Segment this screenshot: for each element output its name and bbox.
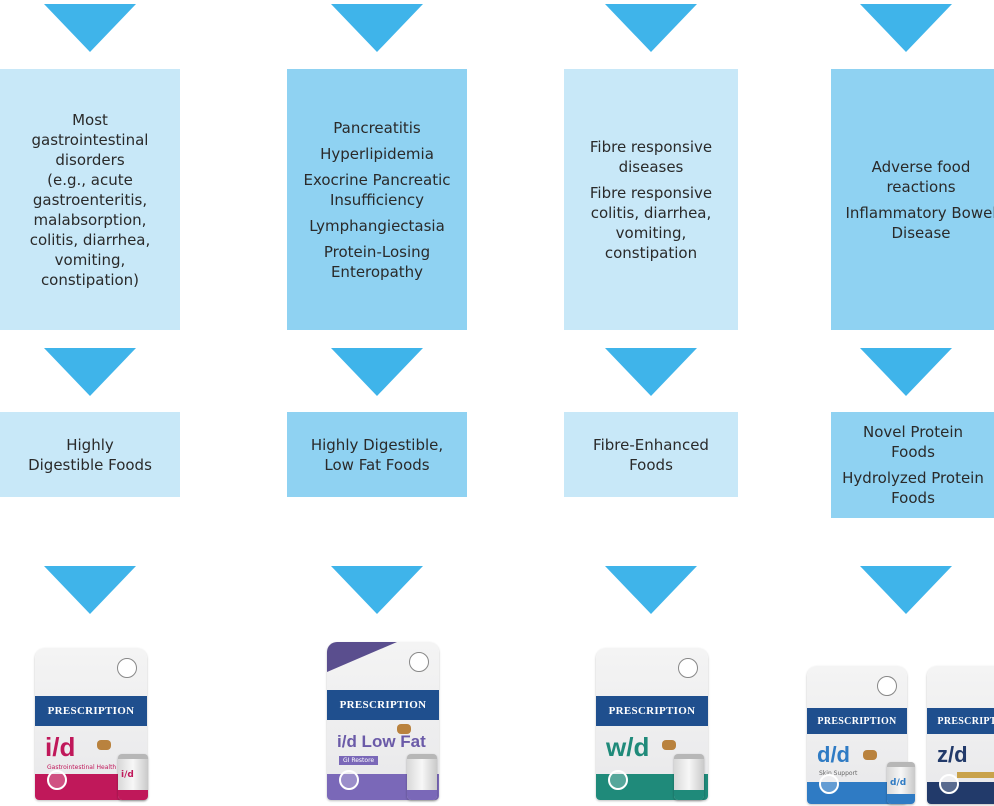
food-type-box: Novel Protein Foods Hydrolyzed Protein F… xyxy=(831,412,994,518)
brand-logo: PRESCRIPTION xyxy=(35,696,147,726)
brand-logo: PRESCRIPTION xyxy=(596,696,708,726)
condition-text: Adverse food reactions xyxy=(871,157,971,196)
diet-name: i/d xyxy=(45,732,76,762)
down-arrow-2 xyxy=(605,348,697,396)
condition-text: Exocrine Pancreatic Insufficiency xyxy=(303,170,451,209)
product-image: PRESCRIPTION i/d Gastrointestinal Health… xyxy=(0,628,180,800)
pathway-column-3: Fibre responsive diseases Fibre responsi… xyxy=(564,0,738,806)
condition-text: Pancreatitis xyxy=(333,118,421,137)
dog-icon xyxy=(662,740,676,750)
food-type-box: Highly Digestible, Low Fat Foods xyxy=(287,412,467,497)
product-image: PRESCRIPTION i/d Low Fat GI Restore xyxy=(287,628,467,800)
seal-icon xyxy=(877,676,897,696)
condition-text: Lymphangiectasia xyxy=(309,216,445,235)
down-arrow-3 xyxy=(44,566,136,614)
can-band xyxy=(407,790,437,800)
food-type-text: Fibre-Enhanced Foods xyxy=(593,435,709,474)
condition-text: Hyperlipidemia xyxy=(320,144,434,163)
down-arrow-2 xyxy=(44,348,136,396)
bag-gold-strip xyxy=(957,772,994,778)
down-arrow-3 xyxy=(605,566,697,614)
condition-text: Inflammatory Bowel Disease xyxy=(845,203,994,242)
down-arrow-1 xyxy=(44,4,136,52)
seal-icon xyxy=(678,658,698,678)
food-bag: PRESCRIPTION z/d xyxy=(927,666,994,804)
brand-logo: PRESCRIPTION xyxy=(807,708,907,734)
conditions-box: Pancreatitis Hyperlipidemia Exocrine Pan… xyxy=(287,69,467,330)
stamp-icon xyxy=(339,770,359,790)
dog-icon xyxy=(397,724,411,734)
product-image: PRESCRIPTION w/d xyxy=(564,628,738,800)
down-arrow-1 xyxy=(860,4,952,52)
stamp-icon xyxy=(47,770,67,790)
color-band xyxy=(927,782,994,804)
pathway-column-1: Most gastrointestinal disorders (e.g., a… xyxy=(0,0,180,806)
stamp-icon xyxy=(608,770,628,790)
food-type-text: Novel Protein Foods xyxy=(862,423,964,461)
bag-corner-banner xyxy=(327,642,397,672)
can-band xyxy=(887,794,915,804)
down-arrow-2 xyxy=(860,348,952,396)
food-type-text: Highly Digestible Foods xyxy=(28,435,152,474)
can-lid xyxy=(887,762,915,767)
can-lid xyxy=(407,754,437,759)
brand-logo: PRESCRIPTION xyxy=(327,690,439,720)
product-image: PRESCRIPTION d/d Skin Support PRESCRIPTI… xyxy=(807,632,994,804)
down-arrow-3 xyxy=(331,566,423,614)
can-band xyxy=(118,790,148,800)
condition-text: Most gastrointestinal disorders (e.g., a… xyxy=(29,110,151,289)
can-label: i/d xyxy=(121,770,134,780)
food-can: i/d xyxy=(118,754,148,800)
can-lid xyxy=(674,754,704,759)
diet-name: d/d xyxy=(817,742,850,767)
condition-text: Fibre responsive colitis, diarrhea, vomi… xyxy=(589,183,713,262)
diet-name: w/d xyxy=(606,732,650,762)
down-arrow-3 xyxy=(860,566,952,614)
food-can: d/d xyxy=(887,762,915,804)
food-type-box: Fibre-Enhanced Foods xyxy=(564,412,738,497)
diet-name: i/d Low Fat xyxy=(337,732,426,751)
stamp-icon xyxy=(819,774,839,794)
bag-label: Skin Support xyxy=(819,770,858,777)
down-arrow-2 xyxy=(331,348,423,396)
pathway-column-4: Adverse food reactions Inflammatory Bowe… xyxy=(807,0,994,806)
food-type-box: Highly Digestible Foods xyxy=(0,412,180,497)
condition-text: Protein-Losing Enteropathy xyxy=(323,242,431,281)
conditions-box: Most gastrointestinal disorders (e.g., a… xyxy=(0,69,180,330)
dog-icon xyxy=(863,750,877,760)
food-type-text: Hydrolyzed Protein Foods xyxy=(842,469,984,507)
can-lid xyxy=(118,754,148,759)
stamp-icon xyxy=(939,774,959,794)
seal-icon xyxy=(117,658,137,678)
pathway-column-2: Pancreatitis Hyperlipidemia Exocrine Pan… xyxy=(287,0,467,806)
conditions-box: Fibre responsive diseases Fibre responsi… xyxy=(564,69,738,330)
diet-name: z/d xyxy=(937,742,968,767)
can-band xyxy=(674,790,704,800)
down-arrow-1 xyxy=(605,4,697,52)
food-type-text: Highly Digestible, Low Fat Foods xyxy=(310,435,444,474)
can-label: d/d xyxy=(890,778,907,788)
condition-text: Fibre responsive diseases xyxy=(589,137,713,176)
dog-icon xyxy=(97,740,111,750)
seal-icon xyxy=(409,652,429,672)
food-can xyxy=(674,754,704,800)
brand-logo: PRESCRIPTION xyxy=(927,708,994,734)
bag-label: Gastrointestinal Health xyxy=(47,764,117,771)
conditions-box: Adverse food reactions Inflammatory Bowe… xyxy=(831,69,994,330)
down-arrow-1 xyxy=(331,4,423,52)
bag-label: GI Restore xyxy=(339,756,379,765)
food-can xyxy=(407,754,437,800)
